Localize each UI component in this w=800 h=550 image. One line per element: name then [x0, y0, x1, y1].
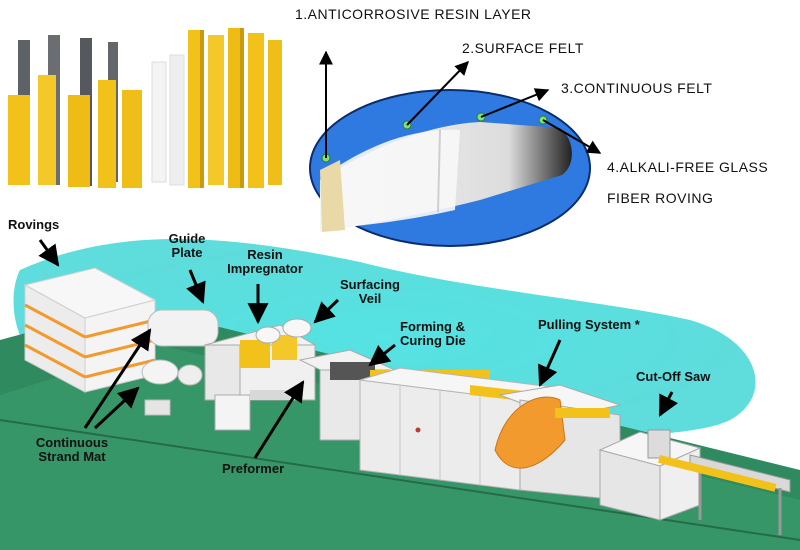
layer-label-glass-fiber-2: FIBER ROVING: [607, 190, 713, 206]
label-veil-line2: Veil: [330, 292, 410, 306]
label-resin-line1: Resin: [220, 248, 310, 262]
label-pulling-system: Pulling System *: [538, 318, 640, 332]
label-guide-plate-line2: Plate: [162, 246, 212, 260]
layer-ellipse: [310, 90, 590, 246]
label-veil-line1: Surfacing: [330, 278, 410, 292]
layer-label-glass-fiber: 4.ALKALI-FREE GLASS: [607, 159, 768, 175]
label-surfacing-veil: Surfacing Veil: [330, 278, 410, 306]
label-guide-plate: Guide Plate: [162, 232, 212, 260]
layer-label-surface-felt: 2.SURFACE FELT: [462, 40, 584, 56]
layer-label-resin: 1.ANTICORROSIVE RESIN LAYER: [295, 6, 532, 22]
label-die-line1: Forming &: [400, 320, 466, 334]
label-cutoff-saw: Cut-Off Saw: [636, 370, 710, 384]
layer-label-continuous-felt: 3.CONTINUOUS FELT: [561, 80, 712, 96]
label-strand-mat: Continuous Strand Mat: [22, 436, 122, 464]
label-curing-die: Forming & Curing Die: [400, 320, 466, 348]
label-mat-line1: Continuous: [22, 436, 122, 450]
label-die-line2: Curing Die: [400, 334, 466, 348]
product-photo: [0, 15, 290, 190]
label-rovings: Rovings: [8, 218, 59, 232]
label-preformer: Preformer: [222, 462, 284, 476]
label-mat-line2: Strand Mat: [22, 450, 122, 464]
label-guide-plate-line1: Guide: [162, 232, 212, 246]
label-resin-impregnator: Resin Impregnator: [220, 248, 310, 276]
label-resin-line2: Impregnator: [220, 262, 310, 276]
